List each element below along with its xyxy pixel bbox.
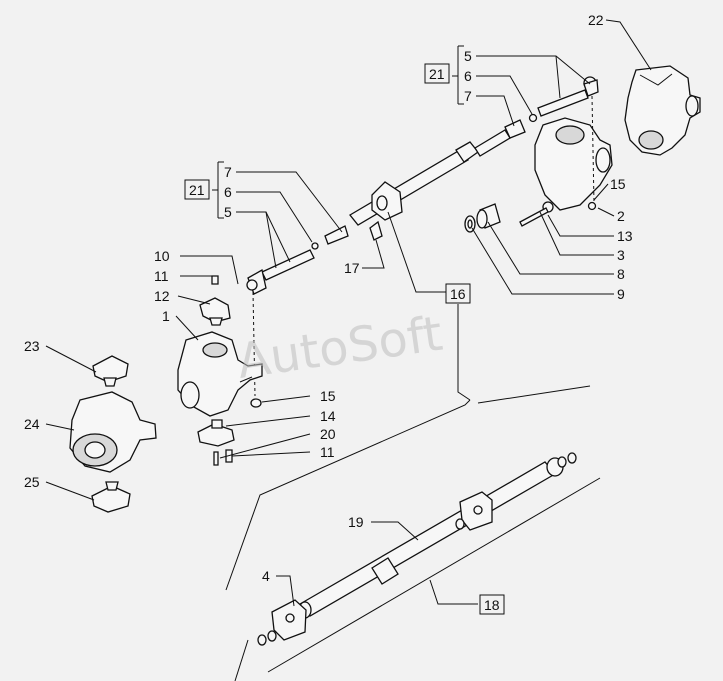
callout-5-left: 5 (224, 204, 232, 220)
part-5-tie-rod-end-top (537, 76, 599, 117)
part-23-upper-mount (92, 355, 129, 387)
callout-3: 3 (617, 247, 625, 263)
leader-lines (45, 45, 615, 607)
part-4-bracket-left (271, 599, 307, 641)
part-8-bushing (476, 203, 501, 229)
leader-22 (605, 19, 652, 71)
callout-15-top: 15 (610, 176, 626, 192)
part-14-lower-ball-joint (197, 419, 235, 447)
part-11-bolt-top (211, 275, 219, 285)
part-16-rack-housing (349, 129, 511, 226)
callout-14: 14 (320, 408, 336, 424)
callout-9: 9 (617, 286, 625, 302)
washer-lower-right-1 (557, 456, 567, 468)
part-5-tie-rod-end-left (246, 225, 349, 295)
part-13-bolt (519, 207, 549, 227)
callout-15-bottom: 15 (320, 388, 336, 404)
part-24-knuckle-assembly (69, 391, 157, 473)
callout-4: 4 (262, 568, 270, 584)
callout-16: 16 (450, 286, 466, 302)
callout-11-bottom: 11 (320, 444, 335, 460)
callout-1: 1 (162, 308, 170, 324)
callout-6-left: 6 (224, 184, 232, 200)
part-1-left-knuckle (177, 331, 263, 417)
part-12-ball-joint (199, 297, 231, 326)
part-18-bracket-right (459, 491, 493, 531)
frame-21-top (424, 63, 450, 84)
inset-divider-line-right (477, 385, 591, 404)
watermark-text: AutoSoft (234, 306, 446, 390)
part-15-nut-left (250, 398, 262, 408)
callout-6-top: 6 (464, 68, 472, 84)
callout-7-top: 7 (464, 88, 472, 104)
inset-bottom-left-line (234, 639, 249, 681)
callout-5-top: 5 (464, 48, 472, 64)
inset-bottom-line (267, 477, 601, 673)
callout-13: 13 (617, 228, 633, 244)
part-3-knuckle-arm (534, 117, 613, 213)
callout-19: 19 (348, 514, 364, 530)
callout-25: 25 (24, 474, 40, 490)
part-25-lower-mount (91, 481, 131, 513)
washer-lower-mid (455, 518, 465, 530)
frame-21-left (184, 179, 210, 200)
callout-21-top: 21 (429, 66, 445, 82)
callout-11-top: 11 (154, 268, 169, 284)
callout-17: 17 (344, 260, 360, 276)
callout-12: 12 (154, 288, 170, 304)
callout-8: 8 (617, 266, 625, 282)
washer-lower-left-1 (257, 634, 267, 646)
washer-lower-left-2 (267, 630, 277, 642)
axis-line-right (591, 95, 595, 205)
callout-10: 10 (154, 248, 170, 264)
callout-2: 2 (617, 208, 625, 224)
callout-24: 24 (24, 416, 40, 432)
part-19-rack-tube (298, 457, 564, 619)
callout-7-left: 7 (224, 164, 232, 180)
callout-23: 23 (24, 338, 40, 354)
callout-18: 18 (484, 597, 500, 613)
inset-divider-line (225, 399, 471, 591)
callout-22: 22 (588, 12, 604, 28)
frame-16 (445, 283, 471, 304)
part-17-bolt (369, 220, 383, 241)
part-22-right-knuckle (624, 65, 701, 156)
part-20-bolt (213, 451, 219, 466)
callout-20: 20 (320, 426, 336, 442)
callout-21-left: 21 (189, 182, 205, 198)
part-7-rod-end-right (504, 113, 538, 139)
frame-18 (479, 594, 505, 615)
washer-lower-right-2 (567, 452, 577, 464)
